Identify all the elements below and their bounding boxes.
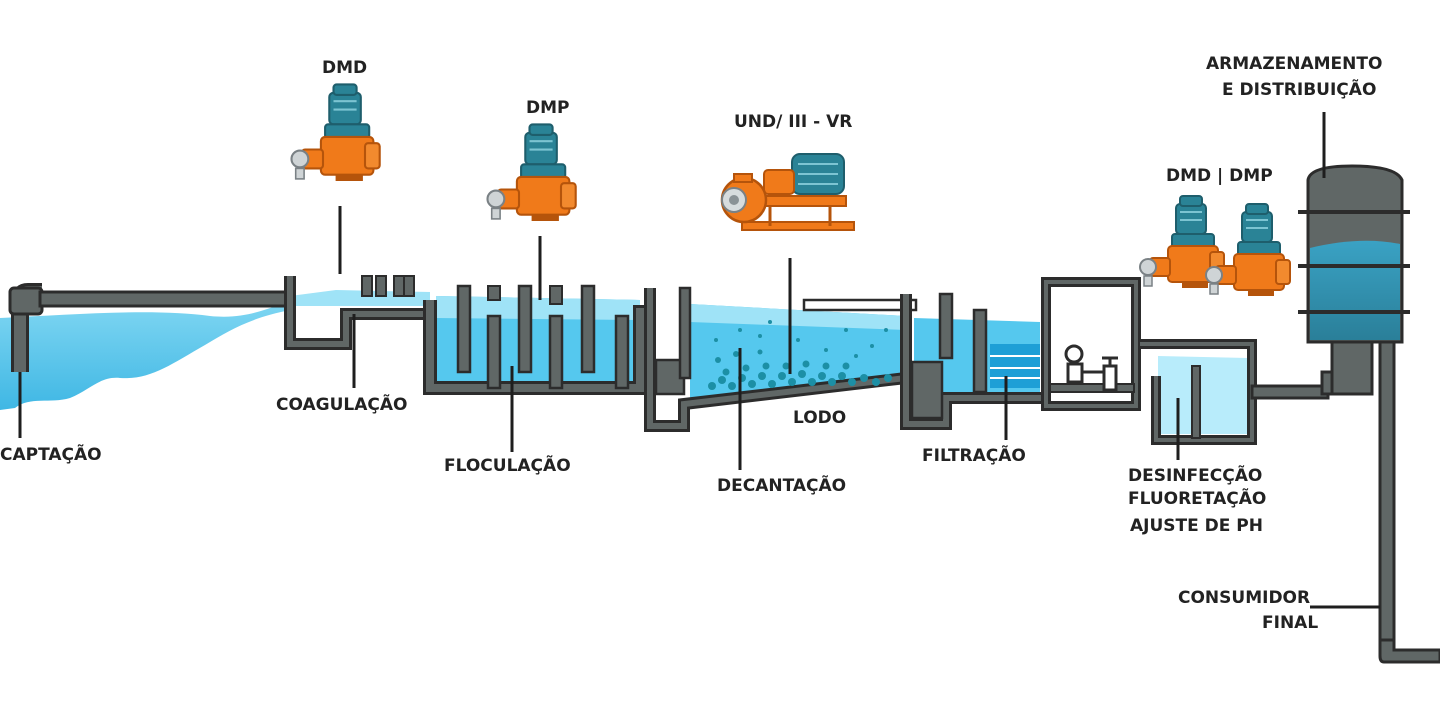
- intake-pipe: [8, 283, 292, 372]
- label-captacao: CAPTAÇÃO: [0, 442, 102, 465]
- pump-dmp: [486, 123, 577, 223]
- sludge-particles: [708, 320, 892, 390]
- disinfection-tank: [1140, 339, 1330, 445]
- sedimentation-tank: [644, 286, 918, 432]
- label-armazenamento-1: ARMAZENAMENTO: [1206, 54, 1382, 74]
- pump-dmd: [290, 83, 381, 183]
- label-lodo: LODO: [793, 408, 846, 428]
- label-coagulacao: COAGULAÇÃO: [276, 392, 407, 415]
- coagulation-tank: [284, 275, 436, 350]
- label-armazenamento-2: E DISTRIBUIÇÃO: [1222, 77, 1376, 100]
- flocculation-tank: [423, 284, 656, 395]
- pump-und-centrifugal: [720, 153, 855, 231]
- label-desinfeccao: DESINFECÇÃO: [1128, 463, 1262, 486]
- label-floculacao: FLOCULAÇÃO: [444, 453, 571, 476]
- label-filtracao: FILTRAÇÃO: [922, 443, 1026, 466]
- filtration-tank: [900, 292, 1046, 430]
- label-dmp: DMP: [526, 98, 570, 118]
- storage-tower: [1298, 164, 1440, 664]
- label-decantacao: DECANTAÇÃO: [717, 473, 846, 496]
- label-dmd-dmp: DMD | DMP: [1166, 166, 1273, 186]
- lake-water: [0, 302, 290, 410]
- label-consumidor-1: CONSUMIDOR: [1178, 588, 1310, 608]
- label-und: UND/ III - VR: [734, 112, 852, 132]
- label-fluoretacao: FLUORETAÇÃO: [1128, 486, 1266, 509]
- label-ajuste-ph: AJUSTE DE PH: [1130, 516, 1263, 536]
- label-dmd: DMD: [322, 58, 367, 78]
- pump-house: [1041, 277, 1141, 411]
- label-consumidor-2: FINAL: [1262, 613, 1318, 633]
